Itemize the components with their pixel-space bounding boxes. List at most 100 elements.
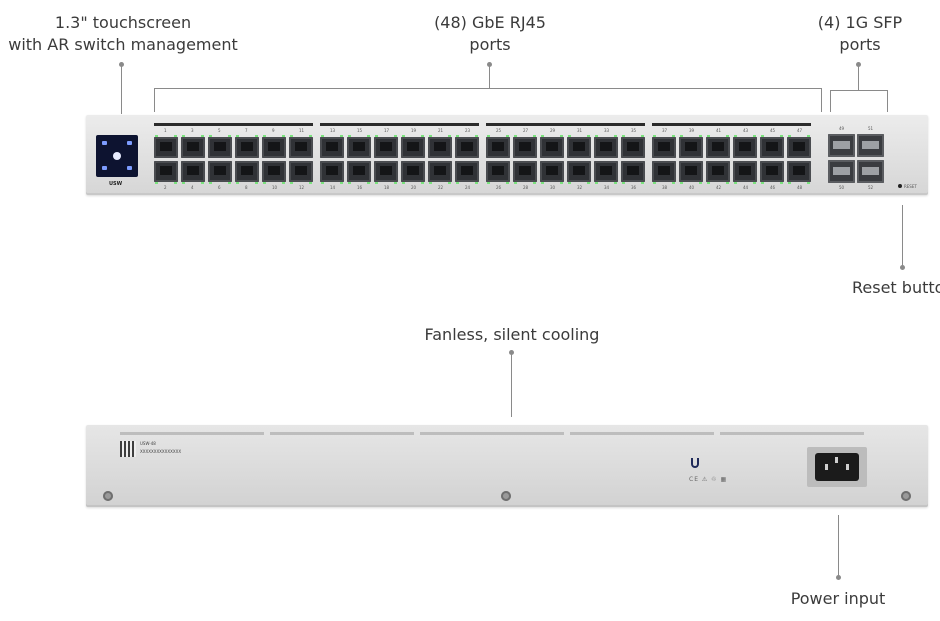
rj45-port[interactable] <box>594 137 618 158</box>
port-number-top: 1 <box>164 128 167 133</box>
rj45-port[interactable] <box>347 161 371 182</box>
rj45-port[interactable] <box>181 161 205 182</box>
rj45-port[interactable] <box>787 137 811 158</box>
rj45-port[interactable] <box>320 137 344 158</box>
reset-button[interactable] <box>898 184 902 188</box>
rj45-port[interactable] <box>401 137 425 158</box>
port-led <box>560 135 563 137</box>
callout-touchscreen-line1: 1.3" touchscreen <box>54 13 192 32</box>
rj45-port[interactable] <box>787 161 811 182</box>
sfp-port[interactable] <box>857 160 884 183</box>
bracket-rj45 <box>154 88 822 112</box>
rj45-port[interactable] <box>208 161 232 182</box>
rj45-port[interactable] <box>262 137 286 158</box>
port-led <box>228 182 231 184</box>
port-led <box>182 135 185 137</box>
rj45-port[interactable] <box>154 161 178 182</box>
rj45-port[interactable] <box>679 137 703 158</box>
rj45-port[interactable] <box>567 137 591 158</box>
rj45-port[interactable] <box>594 161 618 182</box>
port-led <box>429 182 432 184</box>
port-led <box>807 182 810 184</box>
callout-power: Power input <box>790 589 886 608</box>
port-number-top: 33 <box>604 128 610 133</box>
port-led <box>726 182 729 184</box>
port-led <box>653 182 656 184</box>
port-number-top: 9 <box>272 128 275 133</box>
rj45-port[interactable] <box>760 161 784 182</box>
rj45-port[interactable] <box>540 161 564 182</box>
port-number-bottom: 44 <box>743 185 749 190</box>
rj45-port[interactable] <box>621 161 645 182</box>
rj45-port[interactable] <box>733 137 757 158</box>
port-led <box>707 135 710 137</box>
rj45-port[interactable] <box>706 161 730 182</box>
port-led <box>174 135 177 137</box>
callout-rj45-line1: (48) GbE RJ45 <box>434 13 546 32</box>
rj45-port[interactable] <box>621 137 645 158</box>
rj45-port[interactable] <box>652 161 676 182</box>
port-group-bar <box>486 123 645 126</box>
rj45-port[interactable] <box>262 161 286 182</box>
sfp-port[interactable] <box>828 160 855 183</box>
rj45-port[interactable] <box>401 161 425 182</box>
port-led <box>707 182 710 184</box>
port-led <box>321 182 324 184</box>
rj45-port[interactable] <box>652 137 676 158</box>
rj45-port[interactable] <box>679 161 703 182</box>
port-number-top: 27 <box>523 128 529 133</box>
rj45-port[interactable] <box>235 161 259 182</box>
port-number-top: 17 <box>384 128 390 133</box>
bracket-sfp <box>830 90 888 112</box>
rj45-port[interactable] <box>540 137 564 158</box>
callout-cooling: Fanless, silent cooling <box>424 325 600 344</box>
sfp-number-bottom: 50 <box>839 185 845 190</box>
rj45-port[interactable] <box>455 137 479 158</box>
port-number-bottom: 36 <box>631 185 637 190</box>
rj45-port[interactable] <box>154 137 178 158</box>
sfp-port[interactable] <box>857 134 884 157</box>
rj45-port[interactable] <box>486 137 510 158</box>
port-led <box>448 182 451 184</box>
rj45-port[interactable] <box>374 161 398 182</box>
callout-sfp-line2: ports <box>839 35 881 54</box>
rj45-port[interactable] <box>374 137 398 158</box>
port-number-bottom: 22 <box>438 185 444 190</box>
port-number-bottom: 8 <box>245 185 248 190</box>
port-led <box>375 182 378 184</box>
rj45-port[interactable] <box>289 161 313 182</box>
sfp-number-top: 51 <box>868 126 874 131</box>
port-led <box>753 182 756 184</box>
rj45-port[interactable] <box>428 137 452 158</box>
rj45-port[interactable] <box>513 161 537 182</box>
rj45-port[interactable] <box>455 161 479 182</box>
rj45-port[interactable] <box>181 137 205 158</box>
vent-slot <box>570 432 714 435</box>
rj45-port[interactable] <box>428 161 452 182</box>
port-led <box>514 182 517 184</box>
rj45-port[interactable] <box>706 137 730 158</box>
rj45-port[interactable] <box>760 137 784 158</box>
screw-icon <box>103 491 113 501</box>
rj45-port[interactable] <box>567 161 591 182</box>
port-led <box>282 182 285 184</box>
rj45-port[interactable] <box>235 137 259 158</box>
rj45-port[interactable] <box>733 161 757 182</box>
rj45-port[interactable] <box>289 137 313 158</box>
port-number-top: 7 <box>245 128 248 133</box>
callout-reset: Reset butto <box>852 278 940 297</box>
touchscreen-icon <box>96 135 138 177</box>
port-led <box>448 135 451 137</box>
port-led <box>236 135 239 137</box>
rj45-port[interactable] <box>513 137 537 158</box>
port-led <box>734 135 737 137</box>
sfp-port[interactable] <box>828 134 855 157</box>
port-led <box>541 135 544 137</box>
rj45-port[interactable] <box>208 137 232 158</box>
leader-line-power <box>838 515 839 577</box>
rj45-port[interactable] <box>486 161 510 182</box>
reset-label: RESET <box>904 184 917 189</box>
rj45-port[interactable] <box>347 137 371 158</box>
rj45-port[interactable] <box>320 161 344 182</box>
